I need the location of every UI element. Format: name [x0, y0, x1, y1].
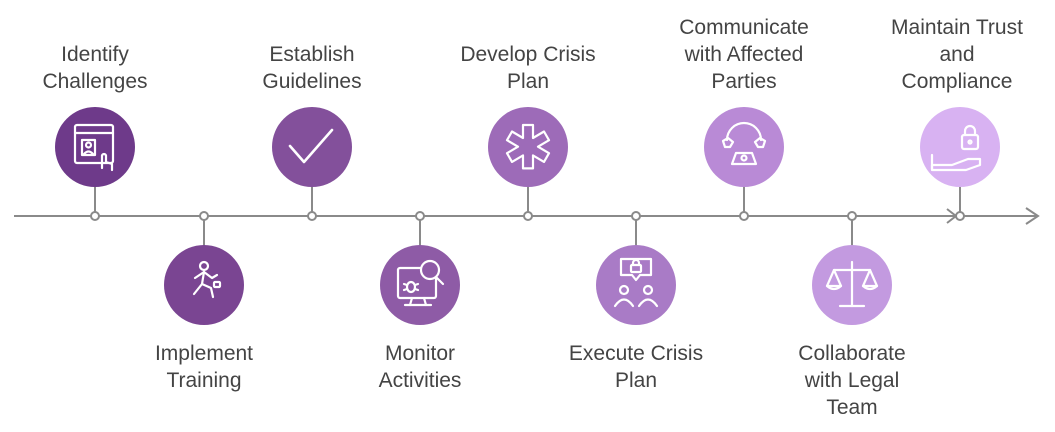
step-circle-communicate: [704, 107, 784, 187]
identity-card-icon: [73, 123, 115, 172]
checkmark-icon: [288, 128, 334, 164]
dot-execute: [631, 211, 641, 221]
step-circle-execute: [596, 245, 676, 325]
dot-identify: [90, 211, 100, 221]
phone-icon: [721, 121, 767, 166]
dot-develop: [523, 211, 533, 221]
dot-communicate: [739, 211, 749, 221]
medical-star-icon: [505, 123, 551, 170]
bug-search-icon: [396, 259, 445, 307]
dot-implement: [199, 211, 209, 221]
timeline-arrowhead: [1025, 207, 1040, 225]
scales-icon: [825, 260, 879, 308]
dot-monitor: [415, 211, 425, 221]
dot-maintain: [955, 211, 965, 221]
step-circle-develop: [488, 107, 568, 187]
timeline-dots: [90, 211, 965, 221]
training-figure-icon: [192, 260, 222, 299]
step-circle-monitor: [380, 245, 460, 325]
lock-shoe-icon: [930, 124, 982, 172]
locked-team-icon: [613, 257, 659, 308]
step-circle-maintain: [920, 107, 1000, 187]
dot-establish: [307, 211, 317, 221]
dot-collaborate: [847, 211, 857, 221]
step-circle-establish: [272, 107, 352, 187]
